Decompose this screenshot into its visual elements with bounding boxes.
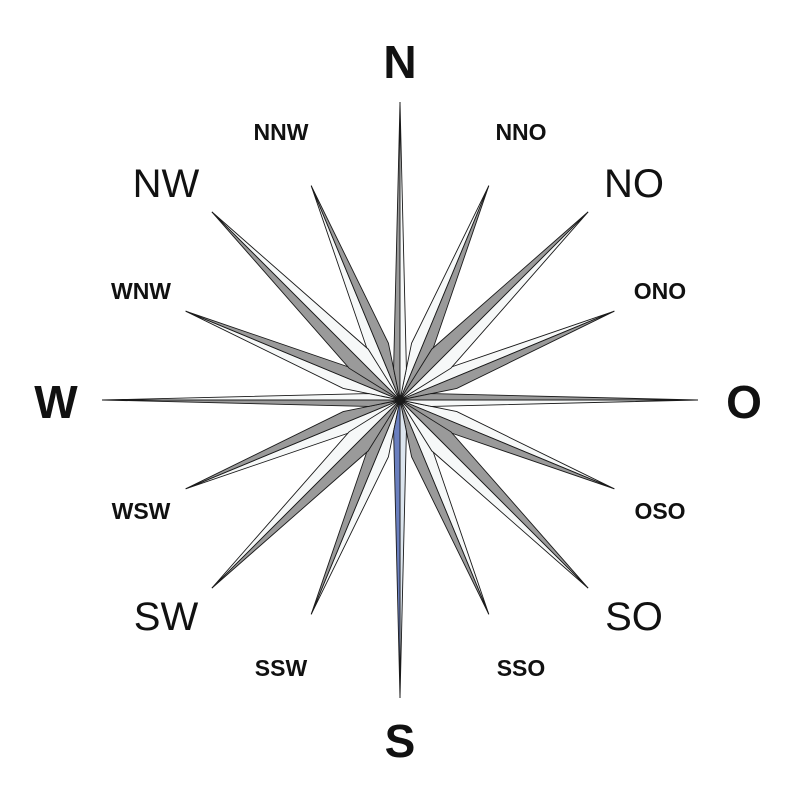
label-southeast: SO [605, 595, 663, 639]
point-s-left-half [399, 399, 407, 699]
label-nnw: NNW [254, 119, 309, 145]
label-west: W [34, 376, 78, 428]
label-sso: SSO [497, 655, 546, 681]
label-south: S [385, 715, 416, 767]
minor-points [185, 185, 615, 615]
label-wnw: WNW [111, 278, 171, 304]
label-oso: OSO [634, 498, 685, 524]
cardinal-points [101, 101, 699, 699]
label-ssw: SSW [255, 655, 308, 681]
point-s-right-half [393, 399, 401, 699]
point-w-left-half [101, 399, 401, 407]
point-no-right-half [399, 211, 589, 401]
point-nw-right-half [211, 211, 401, 401]
label-wsw: WSW [112, 498, 171, 524]
point-so-right-half [399, 399, 589, 589]
point-o-left-half [399, 393, 699, 401]
point-w-right-half [101, 393, 401, 401]
label-northeast: NO [604, 162, 664, 206]
intercardinal-points [211, 211, 589, 589]
label-north: N [383, 36, 416, 88]
label-nno: NNO [495, 119, 546, 145]
point-n-right-half [399, 101, 407, 401]
label-ono: ONO [634, 278, 686, 304]
label-east: O [726, 376, 762, 428]
label-northwest: NW [133, 162, 200, 206]
point-sw-right-half [211, 399, 401, 589]
point-o-right-half [399, 399, 699, 407]
point-n-left-half [393, 101, 401, 401]
label-southwest: SW [134, 595, 199, 639]
